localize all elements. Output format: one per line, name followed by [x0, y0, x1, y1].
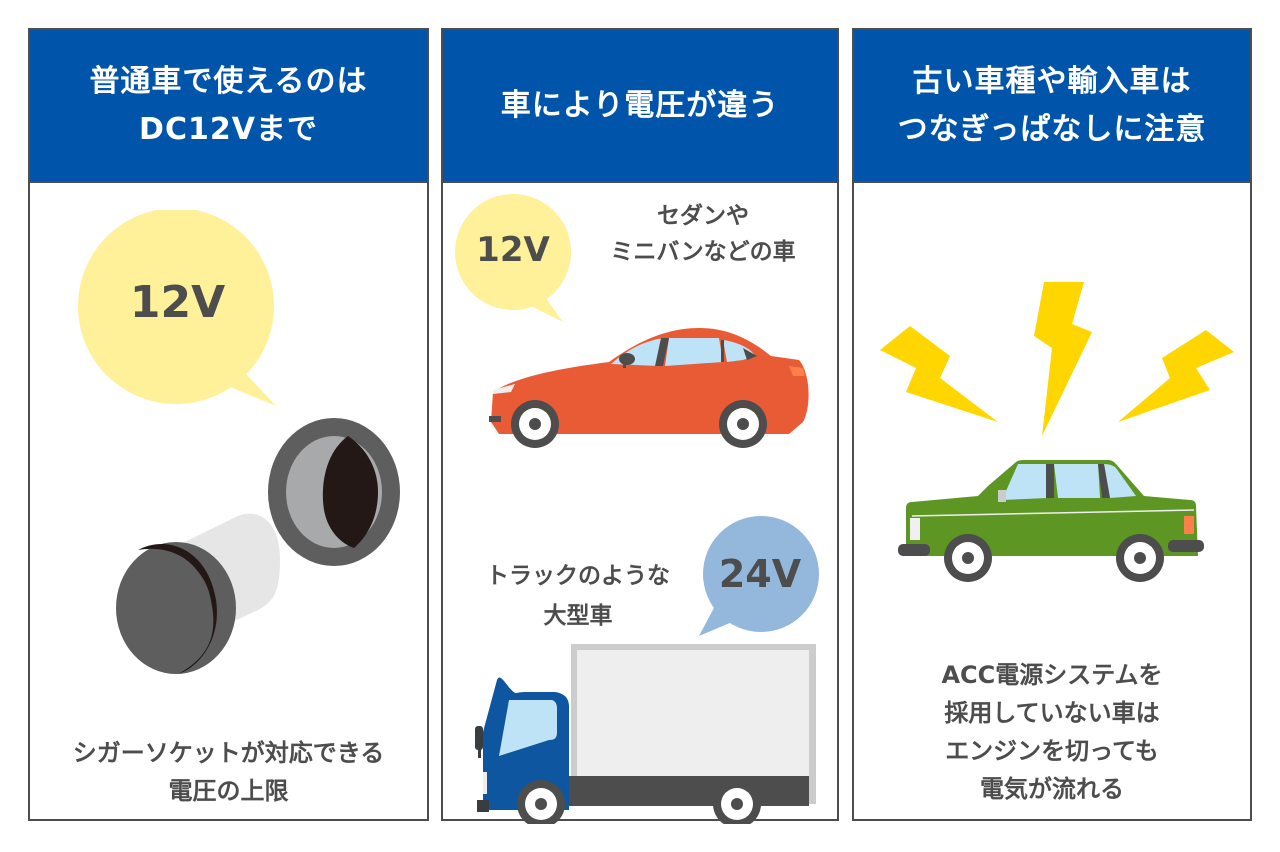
cigar-plug-icon — [116, 513, 280, 674]
caption-line: エンジンを切っても — [945, 737, 1159, 765]
description-line: トラックのような — [486, 563, 670, 589]
speech-bubble-yellow-icon — [78, 210, 276, 406]
header-line: 車により電圧が違う — [500, 87, 780, 123]
description-line: ミニバンなどの車 — [610, 239, 796, 265]
caption-line: ACC電源システムを — [941, 661, 1163, 689]
voltage-label: 24V — [718, 552, 802, 596]
panel-header: 車により電圧が違う — [443, 30, 837, 183]
voltage-label: 12V — [476, 230, 550, 270]
header-line: DC12Vまで — [139, 111, 318, 147]
header-line: 普通車で使えるのは — [89, 63, 368, 99]
panel-voltage-by-vehicle: 車により電圧が違う 12V セダンや ミニバンなどの車 トラックのような 大型車 — [441, 28, 839, 824]
red-sedan-icon — [489, 328, 809, 448]
voltage-label: 12V — [129, 277, 226, 328]
caption-line: 電圧の上限 — [168, 777, 289, 805]
panel-caption: ACC電源システムを 採用していない車は エンジンを切っても 電気が流れる — [854, 656, 1250, 808]
header-line: つなぎっぱなしに注意 — [897, 111, 1207, 147]
blue-truck-icon — [475, 644, 816, 824]
panel-header: 普通車で使えるのは DC12Vまで — [30, 30, 427, 183]
caption-line: 電気が流れる — [980, 775, 1124, 803]
panel-old-car-warning: 古い車種や輸入車は つなぎっぱなしに注意 ACC電源システムを 採用していない車… — [852, 28, 1252, 821]
panel-header: 古い車種や輸入車は つなぎっぱなしに注意 — [854, 30, 1250, 183]
lightning-icon — [880, 282, 1234, 436]
speech-bubble-yellow-icon — [455, 194, 571, 322]
cigar-socket-icon — [268, 418, 400, 566]
caption-line: シガーソケットが対応できる — [72, 739, 385, 767]
description-line: 大型車 — [543, 603, 613, 629]
header-line: 古い車種や輸入車は — [912, 63, 1192, 99]
panel-caption: シガーソケットが対応できる 電圧の上限 — [30, 734, 427, 810]
truck-description: トラックのような 大型車 — [463, 556, 693, 636]
green-old-car-icon — [898, 460, 1204, 582]
caption-line: 採用していない車は — [944, 699, 1160, 727]
panel-12v-limit: 普通車で使えるのは DC12Vまで 12V シガーソケットが対応できる 電圧の上… — [28, 28, 429, 821]
description-line: セダンや — [657, 203, 749, 229]
speech-bubble-blue-icon — [699, 516, 819, 636]
sedan-description: セダンや ミニバンなどの車 — [583, 198, 823, 270]
